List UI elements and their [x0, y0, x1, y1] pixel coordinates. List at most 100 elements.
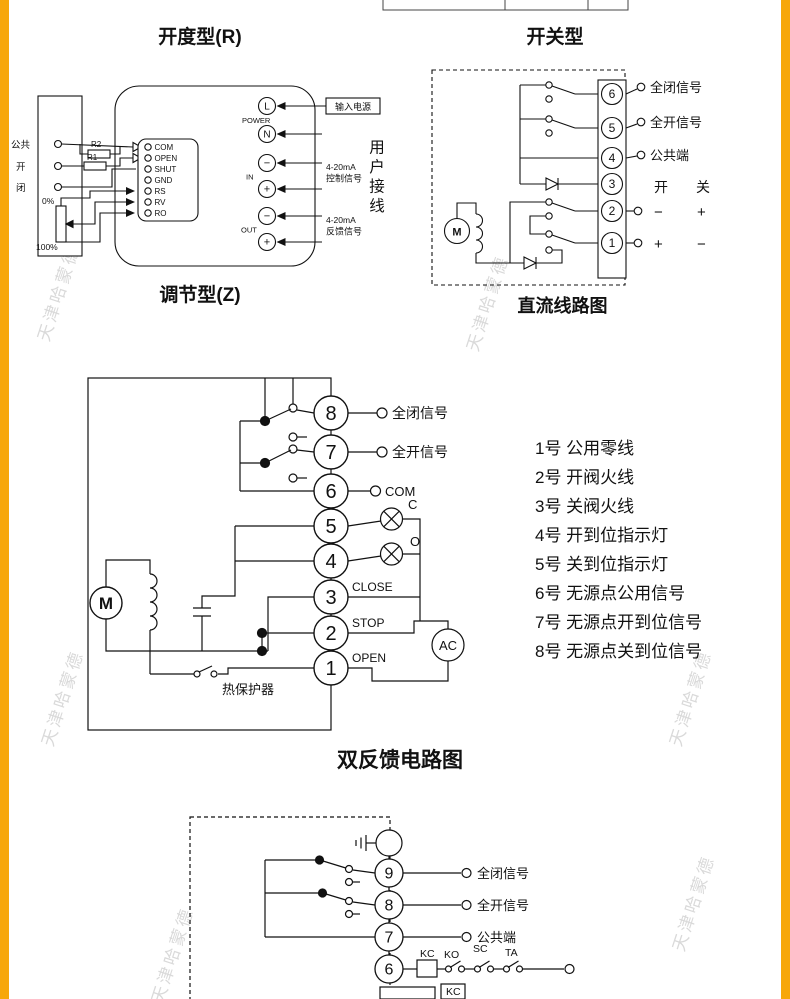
r2-label: R2: [91, 140, 102, 149]
lamp-c-label: C: [408, 497, 417, 512]
terminal-n: N: [263, 130, 270, 141]
ac-terminal-8: 8: [385, 898, 394, 915]
fb-com-label: COM: [385, 484, 415, 499]
dc-common-label: 公共端: [650, 148, 689, 163]
ac-source-icon: [431, 628, 465, 662]
dc-terminals: [600, 82, 624, 255]
pin-rs: RS: [155, 187, 166, 196]
contact-dot: [259, 457, 271, 469]
legend-item: 7号 无源点开到位信号: [535, 613, 703, 632]
feedback-frame: [87, 377, 332, 731]
dc-plus: +: [697, 204, 706, 221]
coil-icon: [149, 573, 158, 631]
feedback-legend: 1号 公用零线 2号 开阀火线 3号 关阀火线 4号 开到位指示灯 5号 关到位…: [535, 434, 702, 666]
feedback-caption: 双反馈电路图: [337, 749, 463, 772]
fb-closed-label: 全闭信号: [392, 405, 448, 421]
left-accent-bar: [0, 0, 9, 999]
coil-top-wire: [105, 559, 151, 587]
bottom-cropped-box: [379, 986, 436, 999]
ac-terminal-6: 6: [385, 962, 394, 979]
terminal-block: [137, 138, 199, 222]
dc-terminal-5: 5: [609, 121, 616, 135]
feedback-terminals: [313, 395, 349, 686]
dc-direction-switches: [509, 198, 598, 263]
sc-label: SC: [473, 943, 488, 955]
pot-0-label: 0%: [42, 196, 55, 206]
contact-dot: [317, 888, 328, 898]
legend-item: 6号 无源点公用信号: [535, 584, 686, 603]
ac-dashed-frame: [189, 816, 391, 999]
open-wire-label: OPEN: [352, 651, 386, 665]
lamp-o-label: O: [410, 534, 420, 549]
dc-diagram: 6 5 4 3 2 1 全闭信号 全开信号 公共端 开 关 − + + −: [431, 69, 710, 286]
triangle-marker: [132, 152, 143, 164]
open-terminal: [53, 161, 63, 171]
dc-closed-label: 全闭信号: [650, 80, 702, 95]
dc-terminal-1: 1: [609, 236, 616, 250]
user-wiring-label: 用户接线: [367, 139, 384, 217]
annotation-arrows: [276, 102, 326, 246]
legend-item: 8号 无源点关到位信号: [535, 642, 703, 661]
dc-plus: +: [654, 236, 663, 253]
input-power-box: [325, 97, 381, 115]
fb-open-label: 全开信号: [392, 444, 448, 460]
dc-limit-switches: [519, 81, 598, 184]
close-terminal: [53, 182, 63, 192]
common-terminal: [53, 139, 63, 149]
thermal-protector-switch: [150, 665, 218, 678]
legend-item: 3号 关阀火线: [535, 497, 635, 516]
dc-minus: −: [697, 236, 706, 253]
pot-wires: [60, 187, 135, 243]
ac-bottom-diagram: 9 8 7 6 全闭信号 全开信号 公共端: [189, 816, 575, 999]
input-power-label: 输入电源: [335, 101, 371, 112]
motor-label: M: [452, 227, 461, 239]
contact-dot: [314, 855, 325, 865]
terminal-l: L: [264, 102, 270, 113]
control-signal-line2: 控制信号: [326, 173, 362, 184]
ac-label: AC: [439, 638, 457, 653]
pin-ro: RO: [155, 209, 167, 218]
input-wires: [61, 143, 136, 188]
in-minus: −: [264, 158, 270, 170]
motor-label: M: [99, 594, 113, 613]
out-minus: −: [264, 211, 270, 223]
switch-type-title: 开关型: [526, 27, 584, 48]
out-label: OUT: [241, 226, 257, 235]
kc2-label: KC: [446, 986, 461, 998]
feedback-internal-wires: [105, 378, 315, 675]
close-label: 闭: [16, 182, 26, 194]
ac-open-label: 全开信号: [477, 898, 529, 913]
feedback-user-side: [347, 407, 449, 682]
kc-label: KC: [420, 948, 435, 960]
dc-caption: 直流线路图: [517, 296, 608, 316]
resistor-r1: [83, 161, 107, 171]
top-cropped-box: [382, 0, 629, 11]
feedback-diagram: M 热保护器 8 7 6 5 4 3 2: [87, 377, 465, 731]
ac-terminals: [374, 858, 404, 984]
feedback-signal-line1: 4-20mA: [326, 215, 356, 225]
control-signal-line1: 4-20mA: [326, 162, 356, 172]
dc-open-label: 全开信号: [650, 115, 702, 130]
ac-closed-label: 全闭信号: [477, 866, 529, 881]
fb-terminal-1: 1: [325, 658, 336, 680]
terminal-block-pins: [144, 143, 152, 217]
triangle-marker: [132, 141, 143, 153]
fb-terminal-6: 6: [325, 481, 336, 503]
right-accent-bar: [781, 0, 790, 999]
fb-terminal-4: 4: [325, 551, 336, 573]
kc-relay-box: [416, 959, 438, 978]
regulator-caption: 调节型(Z): [159, 285, 241, 306]
legend-item: 2号 开阀火线: [535, 468, 635, 487]
out-plus: +: [264, 237, 270, 249]
r1-label: R1: [87, 153, 98, 162]
pin-com: COM: [155, 143, 174, 152]
feedback-signal-line2: 反馈信号: [326, 226, 362, 237]
legend-item: 4号 开到位指示灯: [535, 526, 669, 545]
dc-kai-label: 开: [654, 179, 668, 195]
coil-icon: [475, 213, 484, 254]
coil-bottom-wire: [475, 253, 524, 264]
regulator-diagram: 公共 开 闭 R2 R1 0% 100%: [11, 85, 381, 267]
fb-terminal-8: 8: [325, 403, 336, 425]
in-label: IN: [246, 173, 254, 182]
